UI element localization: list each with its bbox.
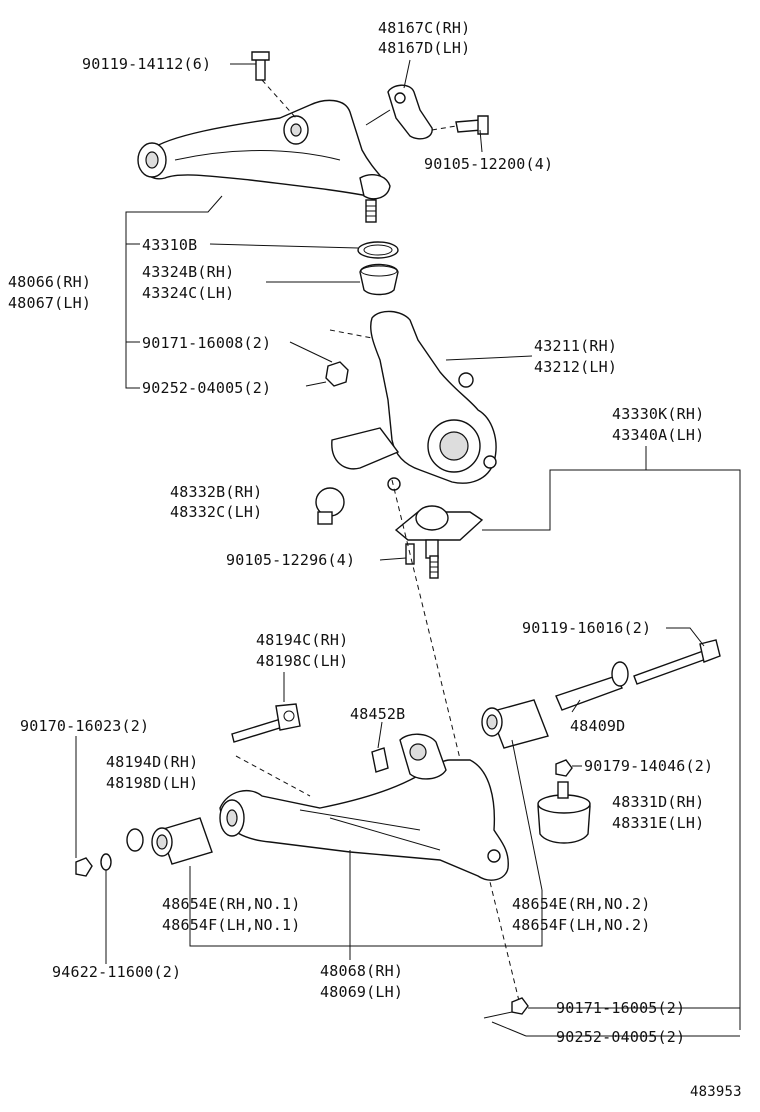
label-48198d: 48198D(LH) [106,774,199,792]
cam-bolt-48194c [231,703,301,743]
mount-48331d [537,781,591,844]
label-48069: 48069(LH) [320,983,404,1001]
nut-90179-14046 [555,759,573,777]
nut-90171-16008 [325,361,349,387]
lower-control-arm [219,733,509,881]
label-48331e: 48331E(LH) [612,814,705,832]
label-48194c: 48194C(RH) [256,631,349,649]
bump-stop-48332 [315,487,345,525]
label-48067: 48067(LH) [8,294,92,312]
label-43324b: 43324B(RH) [142,263,235,281]
label-48654e-no1: 48654E(RH,NO.1) [162,895,301,913]
label-43324c: 43324C(LH) [142,284,235,302]
washer-94622 [100,853,112,871]
label-48066: 48066(RH) [8,273,92,291]
label-48331d: 48331D(RH) [612,793,705,811]
boot-43324 [359,263,399,296]
label-90252-04005-upper: 90252-04005(2) [142,379,272,397]
bolt-90119-16016 [633,639,721,685]
bracket-48167 [365,84,489,140]
leader-lines [75,59,741,1037]
part-48409d [555,661,629,711]
diagram-reference-number: 483953 [690,1084,742,1100]
bushing-no2 [481,699,549,749]
label-48332c: 48332C(LH) [170,503,263,521]
label-90105-12296: 90105-12296(4) [226,551,356,569]
nut-90170-16023 [75,857,93,877]
label-48068: 48068(RH) [320,962,404,980]
washer-48194d [126,828,144,852]
ball-joint-43330k [394,505,484,579]
label-90171-16005: 90171-16005(2) [556,999,686,1017]
label-94622-11600: 94622-11600(2) [52,963,182,981]
label-43310b: 43310B [142,236,198,254]
label-90179-14046: 90179-14046(2) [584,757,714,775]
label-48167c: 48167C(RH) [378,19,471,37]
label-43340a: 43340A(LH) [612,426,705,444]
label-43211: 43211(RH) [534,337,618,355]
steering-knuckle [331,310,497,491]
label-90171-16008: 90171-16008(2) [142,334,272,352]
label-90119-14112: 90119-14112(6) [82,55,212,73]
label-48198c: 48198C(LH) [256,652,349,670]
label-48654f-no2: 48654F(LH,NO.2) [512,916,651,934]
label-48654e-no2: 48654E(RH,NO.2) [512,895,651,913]
label-90170-16023: 90170-16023(2) [20,717,150,735]
part-48452b [371,747,389,773]
label-48452b: 48452B [350,705,406,723]
upper-control-arm [137,99,391,223]
label-48654f-no1: 48654F(LH,NO.1) [162,916,301,934]
label-48409d: 48409D [570,717,626,735]
label-90119-16016: 90119-16016(2) [522,619,652,637]
nut-90171-16005 [511,997,529,1015]
label-43212: 43212(LH) [534,358,618,376]
label-48167d: 48167D(LH) [378,39,471,57]
label-43330k: 43330K(RH) [612,405,705,423]
label-48194d: 48194D(RH) [106,753,199,771]
label-90252-04005-lower: 90252-04005(2) [556,1028,686,1046]
label-90105-12200: 90105-12200(4) [424,155,554,173]
bolt-90119-14112 [251,51,297,119]
label-48332b: 48332B(RH) [170,483,263,501]
bushing-no1 [151,817,213,865]
